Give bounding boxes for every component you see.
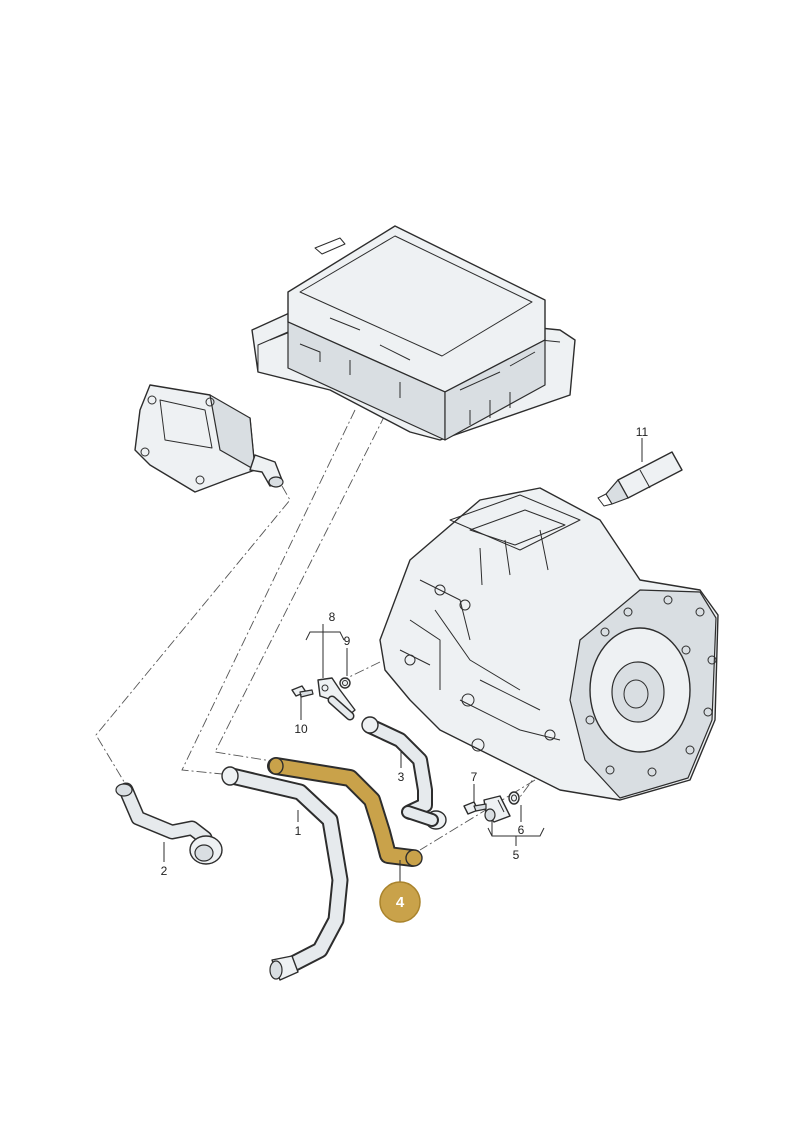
- callout-1: 1: [295, 824, 302, 838]
- seal-ring-part-6: [508, 791, 520, 805]
- seal-ring-part-9: [339, 677, 351, 689]
- callout-3: 3: [398, 770, 405, 784]
- callout-5: 5: [513, 848, 520, 862]
- highlight-badge[interactable]: 4: [379, 881, 421, 923]
- callout-labels: 1 2 3 5 6 7 8 9 10 11: [161, 425, 649, 878]
- callout-10: 10: [294, 722, 308, 736]
- connector-part-8: [317, 677, 356, 721]
- inverter-housing: [251, 225, 576, 441]
- callout-6: 6: [518, 823, 525, 837]
- callout-2: 2: [161, 864, 168, 878]
- leader-lines: [163, 438, 643, 884]
- callout-11: 11: [636, 425, 649, 439]
- bolt-part-7: [463, 801, 487, 815]
- sealant-tube: [597, 451, 683, 507]
- hose-part-4-highlighted[interactable]: [267, 757, 423, 867]
- hose-part-3: [361, 716, 447, 830]
- callout-4-label: 4: [396, 894, 405, 911]
- callout-8: 8: [329, 610, 336, 624]
- callout-7: 7: [471, 770, 478, 784]
- connector-part-5: [483, 795, 511, 823]
- hose-part-2: [115, 782, 223, 865]
- heat-exchanger: [134, 384, 284, 493]
- callout-9: 9: [344, 634, 351, 648]
- hose-part-1: [221, 766, 349, 981]
- transmission-housing: [379, 487, 719, 801]
- bolt-part-10: [291, 685, 314, 698]
